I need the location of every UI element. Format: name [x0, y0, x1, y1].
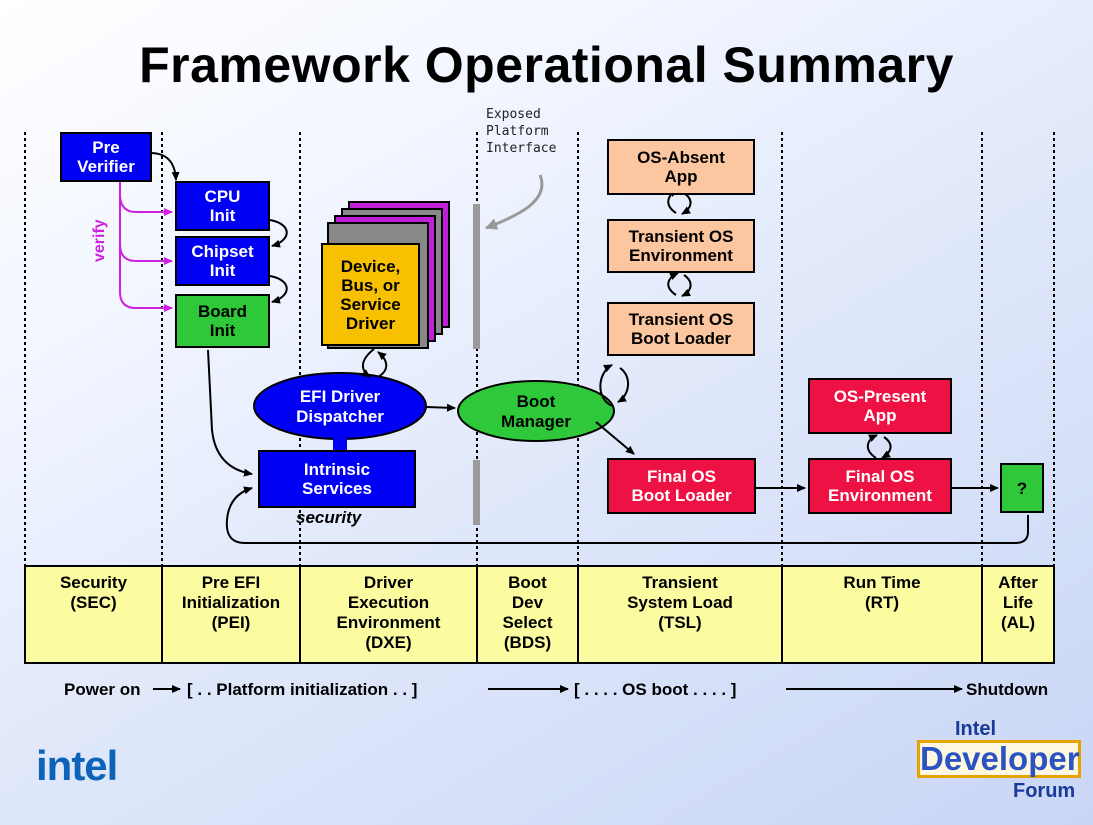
- final-os-environment-box: Final OS Environment: [808, 458, 952, 514]
- phase-dxe: Driver Execution Environment (DXE): [336, 573, 441, 652]
- exposed-label-1: Exposed: [486, 107, 541, 122]
- idf-intel-text: Intel: [955, 718, 997, 740]
- phase-sec: Security (SEC): [59, 573, 128, 612]
- os-absent-app-label: OS-Absent App: [637, 148, 725, 186]
- dispatcher-connector: [333, 438, 347, 452]
- exposed-label-3: Interface: [486, 141, 557, 156]
- cpu-init-box: CPU Init: [175, 181, 270, 231]
- transient-os-boot-loader-label: Transient OS Boot Loader: [628, 310, 734, 348]
- idf-developer-text: Developer: [917, 740, 1081, 778]
- boot-manager-label: Boot Manager: [501, 392, 571, 431]
- final-os-boot-loader-label: Final OS Boot Loader: [631, 467, 732, 505]
- intrinsic-services-box: Intrinsic Services: [258, 450, 416, 508]
- phase-pei: Pre EFI Initialization (PEI): [181, 573, 281, 632]
- board-init-label: Board Init: [197, 302, 248, 340]
- intel-logo: intel: [36, 742, 118, 789]
- pre-verifier-label: Pre Verifier: [77, 138, 135, 176]
- boot-manager-ellipse: [457, 380, 615, 442]
- timeline-shutdown: Shutdown: [966, 680, 1049, 699]
- transient-os-environment-label: Transient OS Environment: [628, 227, 734, 265]
- board-init-box: Board Init: [175, 294, 270, 348]
- os-present-app-box: OS-Present App: [808, 378, 952, 434]
- cpu-init-label: CPU Init: [204, 187, 241, 225]
- exposed-interface-bar: [473, 204, 480, 349]
- phase-al: After Life (AL): [998, 573, 1038, 632]
- os-present-app-label: OS-Present App: [833, 387, 927, 425]
- phase-tsl: Transient System Load (TSL): [627, 573, 733, 632]
- page-title: Framework Operational Summary: [139, 37, 954, 93]
- exposed-interface-bar: [473, 460, 480, 525]
- security-label: security: [296, 508, 362, 527]
- flow-arrows: [149, 152, 1029, 544]
- device-driver-box: Device, Bus, or Service Driver: [321, 243, 420, 346]
- timeline-power-on: Power on: [64, 680, 141, 699]
- exposed-interface-arrow: [485, 174, 544, 230]
- final-os-boot-loader-box: Final OS Boot Loader: [607, 458, 756, 514]
- intrinsic-services-label: Intrinsic Services: [302, 460, 372, 498]
- transient-os-boot-loader-box: Transient OS Boot Loader: [607, 302, 755, 356]
- verify-arrows: [119, 182, 173, 312]
- timeline-platform-init: [ . . Platform initialization . . ]: [187, 680, 418, 699]
- device-driver-label: Device, Bus, or Service Driver: [340, 256, 401, 333]
- chipset-init-box: Chipset Init: [175, 236, 270, 286]
- phase-bds: Boot Dev Select (BDS): [502, 573, 553, 652]
- efi-dispatcher-label: EFI Driver Dispatcher: [296, 387, 384, 426]
- verify-label: verify: [91, 219, 108, 262]
- phase-band: [24, 565, 1055, 664]
- phase-band-dividers: [161, 566, 983, 663]
- timeline-os-boot: [ . . . . OS boot . . . . ]: [574, 680, 737, 699]
- final-os-environment-label: Final OS Environment: [828, 467, 932, 505]
- idf-forum-text: Forum: [1013, 780, 1076, 802]
- pre-verifier-box: Pre Verifier: [60, 132, 152, 182]
- chipset-init-label: Chipset Init: [191, 242, 254, 280]
- after-life-label: ?: [1016, 478, 1028, 498]
- intel-developer-forum-logo: Intel Developer Forum: [915, 718, 1085, 810]
- os-absent-app-box: OS-Absent App: [607, 139, 755, 195]
- transient-os-environment-box: Transient OS Environment: [607, 219, 755, 273]
- phase-rt: Run Time (RT): [843, 573, 921, 612]
- exposed-label-2: Platform: [486, 124, 549, 139]
- after-life-box: ?: [1000, 463, 1044, 513]
